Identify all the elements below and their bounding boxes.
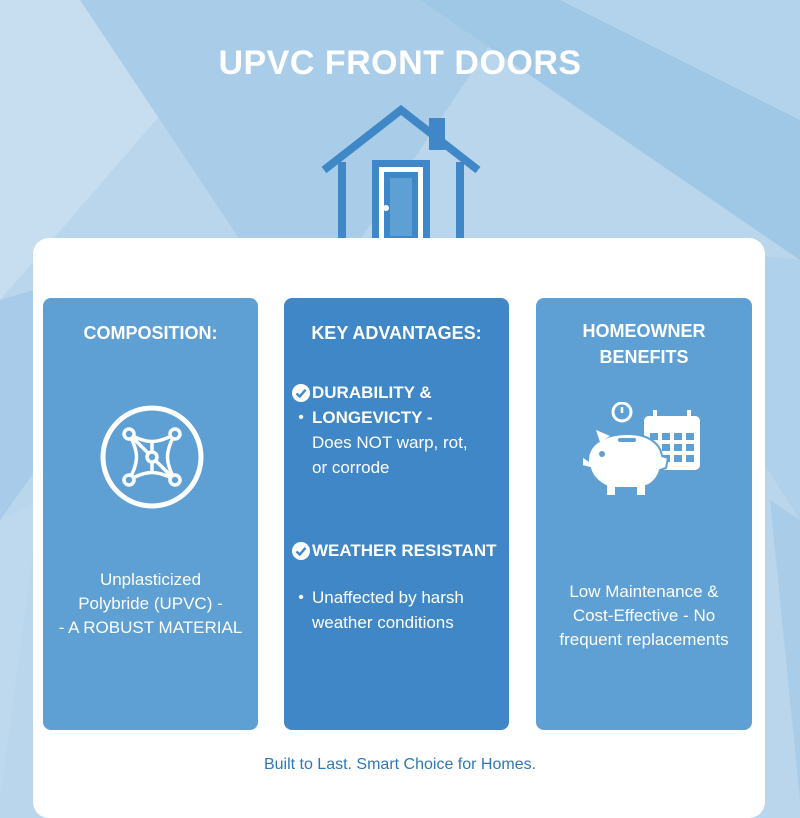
composition-heading: COMPOSITION: — [83, 323, 218, 343]
footer-tagline: Built to Last. Smart Choice for Homes. — [263, 756, 537, 773]
bullet-icon: • — [298, 589, 304, 606]
advantage-weather: WEATHER RESISTANT • Unaffected by harsh … — [290, 538, 508, 635]
bullet-icon: • — [298, 409, 304, 426]
homeowner-benefits-panel: HOMEOWNER BENEFITS Low Maintenance & Cos… — [536, 298, 752, 730]
page-title: UPVC FRONT DOORS — [218, 44, 582, 82]
homeowner-benefits-text: Low Maintenance & Cost-Effective - No fr… — [559, 582, 729, 649]
advantage-durability: DURABILITY & • LONGEVICTY - Does NOT war… — [290, 380, 508, 480]
check-circle-icon — [290, 380, 312, 402]
check-circle-icon — [290, 538, 312, 560]
composition-panel: COMPOSITION: Unplasticized Polybride (UP… — [43, 298, 258, 730]
key-advantages-panel: KEY ADVANTAGES: DURABILITY & • LONGEVICT… — [284, 298, 509, 730]
key-advantages-heading: KEY ADVANTAGES: — [311, 323, 482, 343]
composition-text: Unplasticized Polybride (UPVC) - - A ROB… — [58, 570, 243, 637]
homeowner-benefits-heading: HOMEOWNER BENEFITS — [582, 321, 706, 367]
piggy-bank-calendar-icon — [581, 402, 700, 497]
molecule-icon — [100, 405, 204, 509]
house-door-icon — [321, 104, 481, 254]
